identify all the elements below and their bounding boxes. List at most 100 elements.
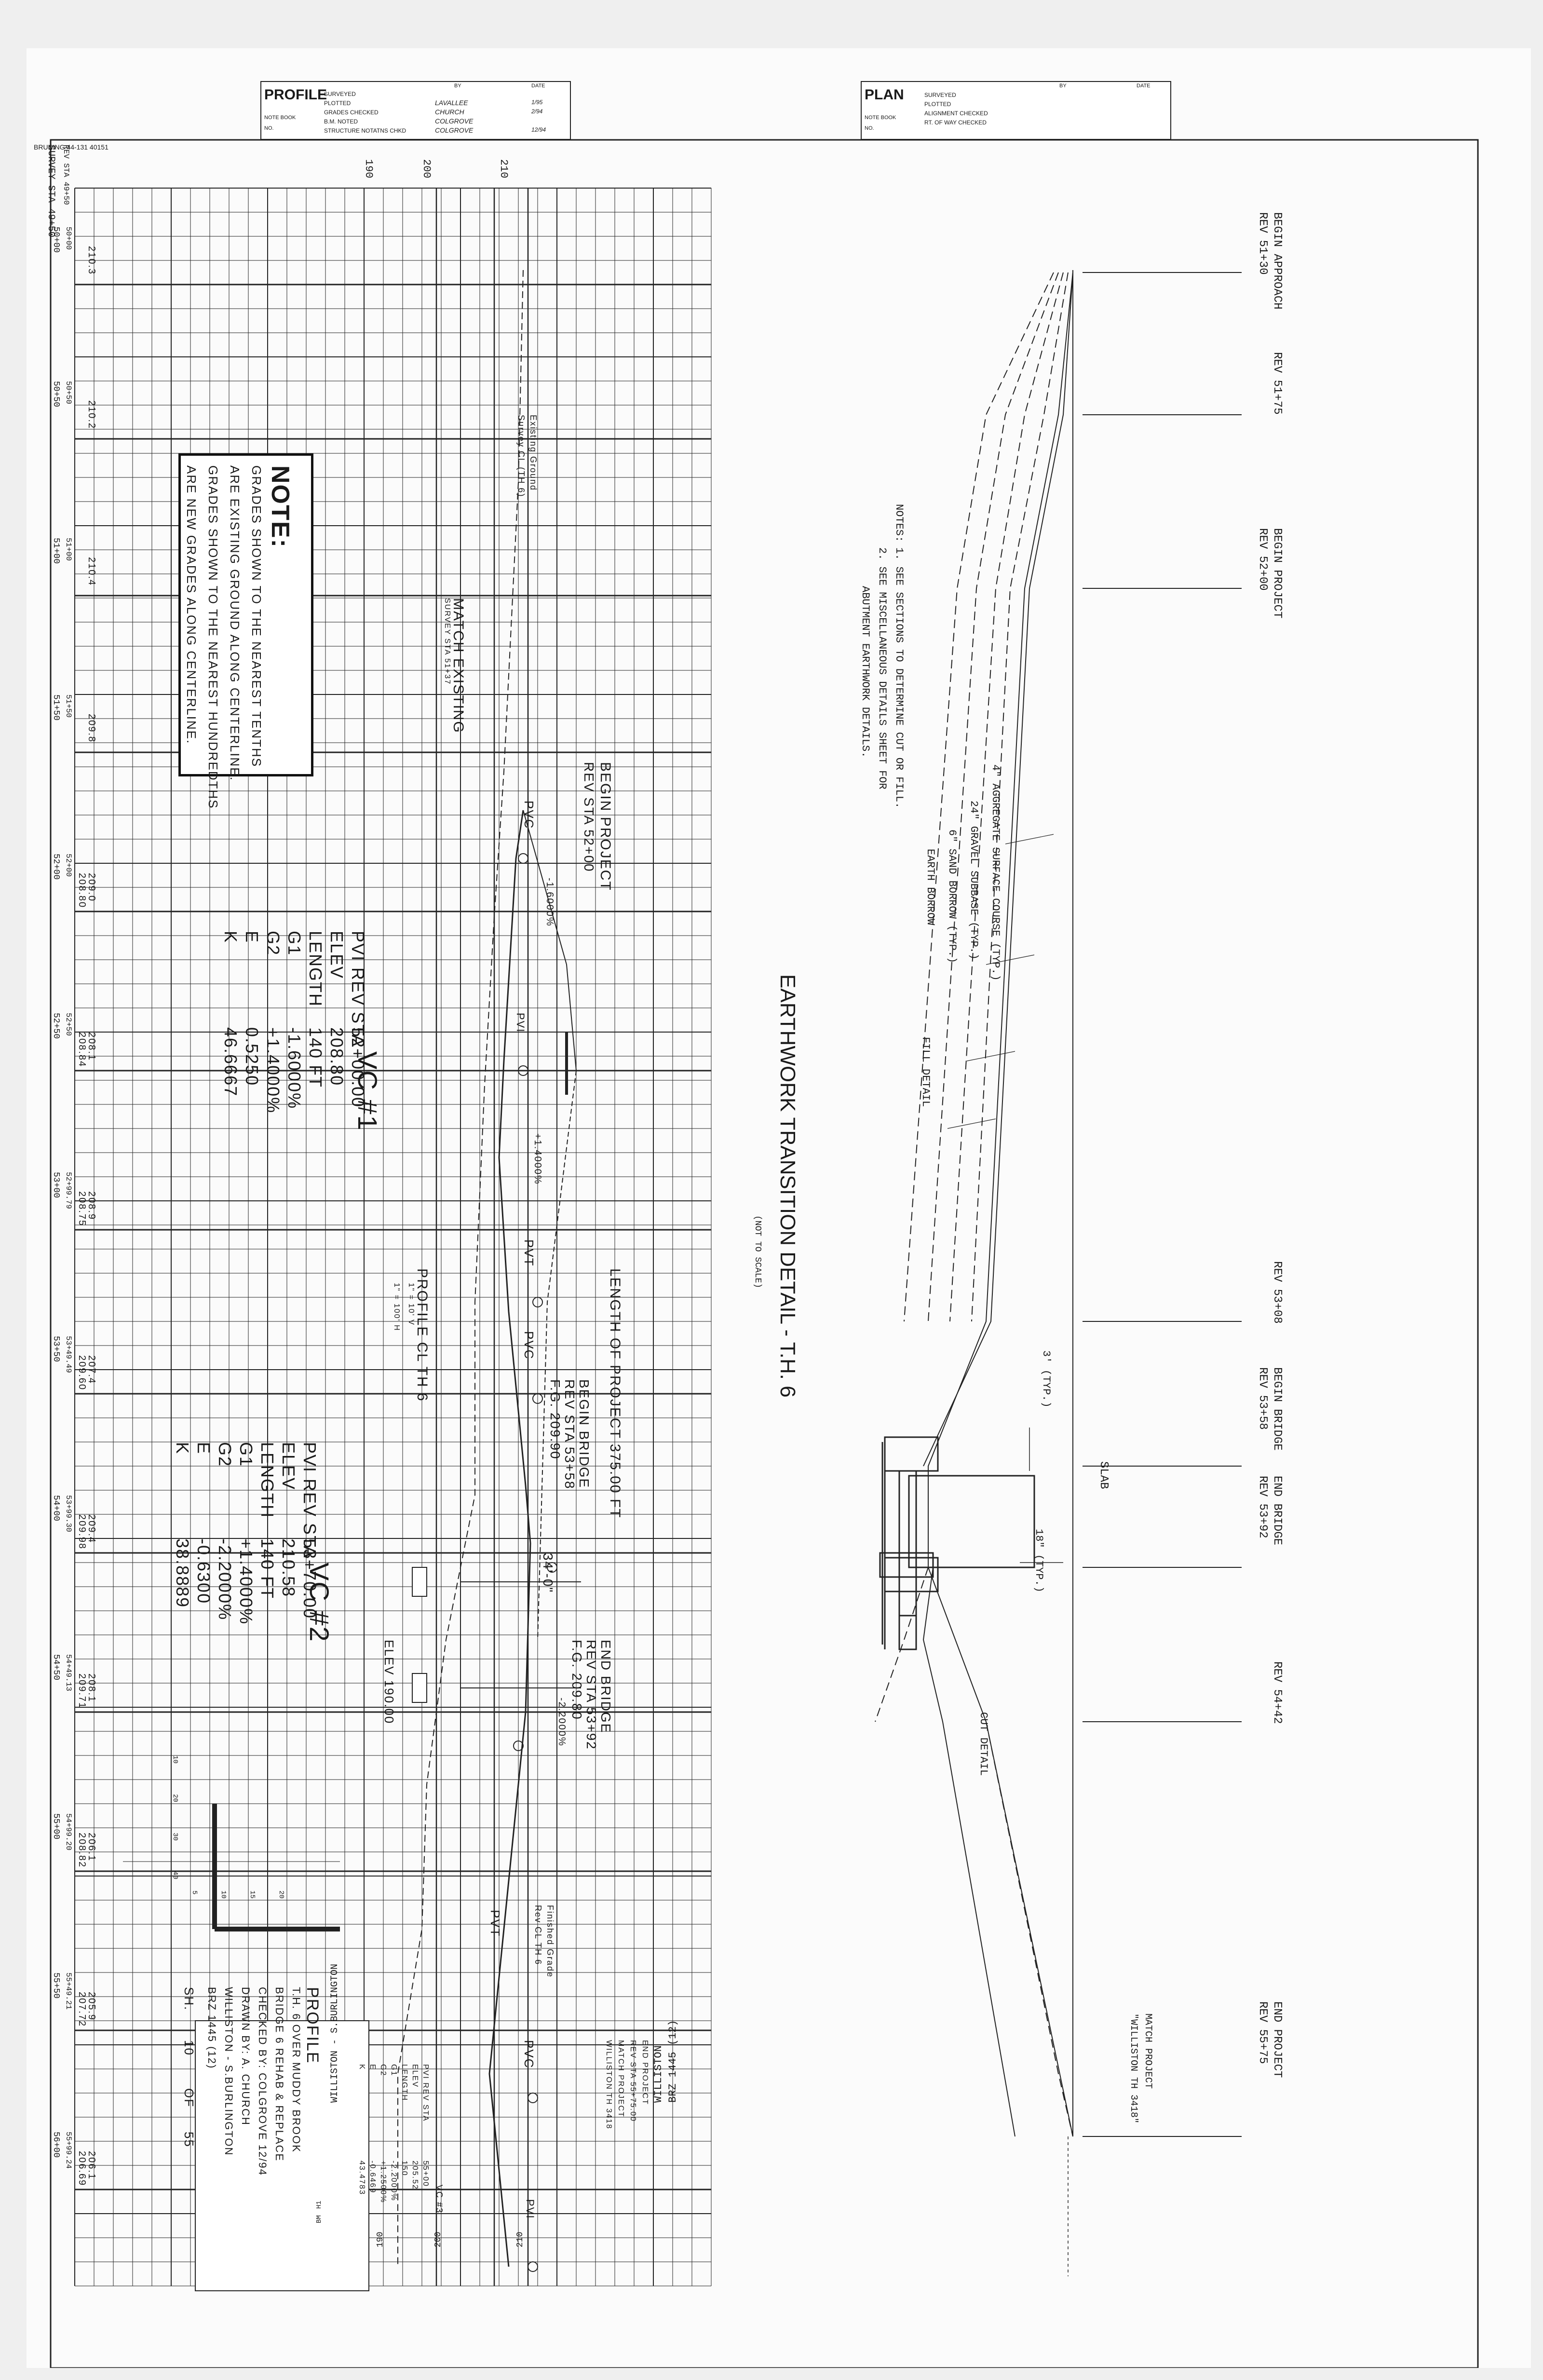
new-grade-10: 208.82 [77, 1833, 87, 1868]
bm-no: H1 [315, 2201, 323, 2209]
vc2-row-3-value: +1.4000% [236, 1538, 256, 1625]
vc2-row-6-label: K [173, 1442, 192, 1455]
bm-label: BM [315, 2215, 323, 2223]
new-grade-5: 208.84 [77, 1032, 87, 1068]
sand-line [928, 272, 1059, 1322]
bottom-elev-2: 190 [376, 2231, 385, 2247]
vc2-row-2-value: 140 FT [257, 1538, 277, 1600]
length-of-project-label: LENGTH OF PROJECT 375.00 FT [607, 1268, 623, 1519]
vc3-row-2-value: 150 [400, 2161, 408, 2176]
earthwork-notes-title: NOTES: [893, 504, 905, 543]
pvi-3 [528, 2261, 538, 2272]
leader-1 [986, 954, 1035, 965]
station-sub-11: 55+49.21 [64, 1972, 73, 2010]
end-bridge-label: END BRIDGE [598, 1640, 613, 1734]
vc3-row-0-value: 55+00 [421, 2161, 430, 2187]
station-0: 50+00 [51, 227, 61, 253]
elev-label-2: 190 [363, 159, 375, 178]
station-label-2-l1: BEGIN PROJECT [1271, 528, 1284, 619]
station-5: 52+50 [51, 1013, 61, 1039]
profile-block-row-label: STRUCTURE NOTATNS CHKD [324, 127, 406, 134]
tangent-2 [537, 1070, 577, 1640]
end-bridge-label-3: F.G. 209.80 [569, 1640, 584, 1720]
vc3-row-5-value: -0.6469 [368, 2161, 377, 2194]
cut-detail-label: CUT DETAIL [977, 1712, 989, 1776]
station-sub-10: 54+99.20 [64, 1813, 73, 1850]
pvc-3 [528, 2093, 538, 2103]
existing-elev-11: 205.9 [86, 1992, 97, 2021]
title-block-frame [195, 2020, 369, 2291]
existing-elev-6: 208.9 [86, 1191, 97, 1221]
vc1-row-3-label: G1 [284, 931, 304, 956]
vc2-row-5-label: E [194, 1442, 214, 1455]
title-line-1: T.H. 6 OVER MUDDY BROOK [290, 1987, 302, 2153]
fill-detail-label: FILL DETAIL [920, 1037, 932, 1107]
new-grade-6: 208.75 [77, 1191, 87, 1227]
slab [908, 1475, 1035, 1568]
vc3-row-4-value: +1.2500% [379, 2161, 387, 2203]
profile-block-row-label: B.M. NOTED [324, 118, 358, 125]
left-header: SURVEY STA 49+50 [45, 145, 56, 238]
station-sub-0: 50+00 [64, 227, 73, 250]
earthwork-note-2: ABUTMENT EARTHWORK DETAILS. [859, 586, 871, 758]
plan-block-row-label: ALIGNMENT CHECKED [924, 110, 988, 117]
title-line-3: CHECKED BY: COLGROVE 12/94 [257, 1987, 269, 2176]
existing-elev-12: 206.1 [86, 2151, 97, 2180]
grade-1-label: -1.6000% [544, 878, 555, 927]
pvc-label-3: PVC [522, 2040, 536, 2069]
station-1: 50+50 [51, 381, 61, 408]
bottom-elev-1: 200 [433, 2231, 443, 2247]
plan-date-header: DATE [1137, 83, 1150, 89]
elev-label-1: 200 [420, 159, 433, 178]
station-6: 53+00 [51, 1172, 61, 1198]
pvi-2 [547, 1562, 557, 1573]
bridge-end-marker [412, 1673, 427, 1703]
profile-block-row-label: PLOTTED [324, 100, 351, 107]
note-line-1: GRADES SHOWN TO THE NEAREST TENTHS [249, 465, 264, 768]
sheet-border [50, 139, 1479, 2368]
existing-elev-9: 208.1 [86, 1673, 97, 1703]
vc2-row-1-label: ELEV [279, 1442, 298, 1491]
abutment-1-top [884, 1436, 939, 1472]
station-4: 52+00 [51, 854, 61, 880]
abutment-2-stem [898, 1591, 917, 1650]
vc1-row-0-value: 52+00.00 [348, 1027, 368, 1108]
vc3-row-1-label: ELEV [411, 2064, 419, 2088]
vc1-row-6-value: 46.6667 [221, 1027, 241, 1097]
vc2-row-0-value: 53+70.00 [300, 1538, 320, 1619]
vc3-row-2-label: LENGTH [400, 2064, 408, 2101]
title-line-4: DRAWN BY: A. CHURCH [240, 1987, 252, 2126]
existing-elev-10: 206.1 [86, 1833, 97, 1862]
vc2-row-3-label: G1 [236, 1442, 256, 1468]
existing-elev-8: 209.4 [86, 1514, 97, 1544]
profile-date-header: DATE [531, 83, 545, 89]
scale-tick-v-3: 20 [277, 1890, 285, 1899]
profile-block-row-by: COLGROVE [435, 126, 474, 134]
layer-label-0: 4" AGGREGATE SURFACE COURSE (TYP.) [989, 764, 1002, 981]
pvc-label-1: PVC [522, 801, 536, 830]
existing-elev-0: 210.3 [86, 246, 97, 275]
pvi-label-3: PVI [524, 2199, 536, 2219]
vc2-row-6-value: 38.8889 [173, 1538, 192, 1608]
layer-label-1: 24" GRAVEL SUBBASE (TYP.) [968, 801, 980, 960]
earthwork-title: EARTHWORK TRANSITION DETAIL - T.H. 6 [776, 974, 799, 1398]
surface-line-2 [923, 272, 1073, 1467]
gravel-line [949, 272, 1064, 1322]
station-12: 56+00 [51, 2132, 61, 2158]
earth-line [904, 272, 1054, 1322]
layer-label-3: EARTH BORROW [924, 849, 936, 925]
profile-block-row-by: LAVALLEE [435, 99, 468, 107]
bottom-id: BRZ 1445 (12) [667, 2020, 679, 2103]
vc3-row-3-value: -2.2000% [390, 2161, 398, 2202]
vc1-row-5-label: E [242, 931, 262, 944]
plan-block-row-label: RT. OF WAY CHECKED [924, 119, 987, 126]
slab-label: SLAB [1097, 1461, 1110, 1489]
grade-3-label: -2.2000% [556, 1698, 567, 1747]
cut-line-2 [922, 1567, 1015, 2137]
sheet-total: 55 [182, 2132, 196, 2148]
station-11: 55+50 [51, 1972, 61, 1999]
vc1-row-2-value: 140 FT [306, 1027, 325, 1088]
finished-grade-label: Finished Grade [545, 1905, 555, 1978]
vc3-row-3-label: G1 [390, 2064, 398, 2077]
vc2-row-5-value: -0.6300 [194, 1538, 214, 1605]
